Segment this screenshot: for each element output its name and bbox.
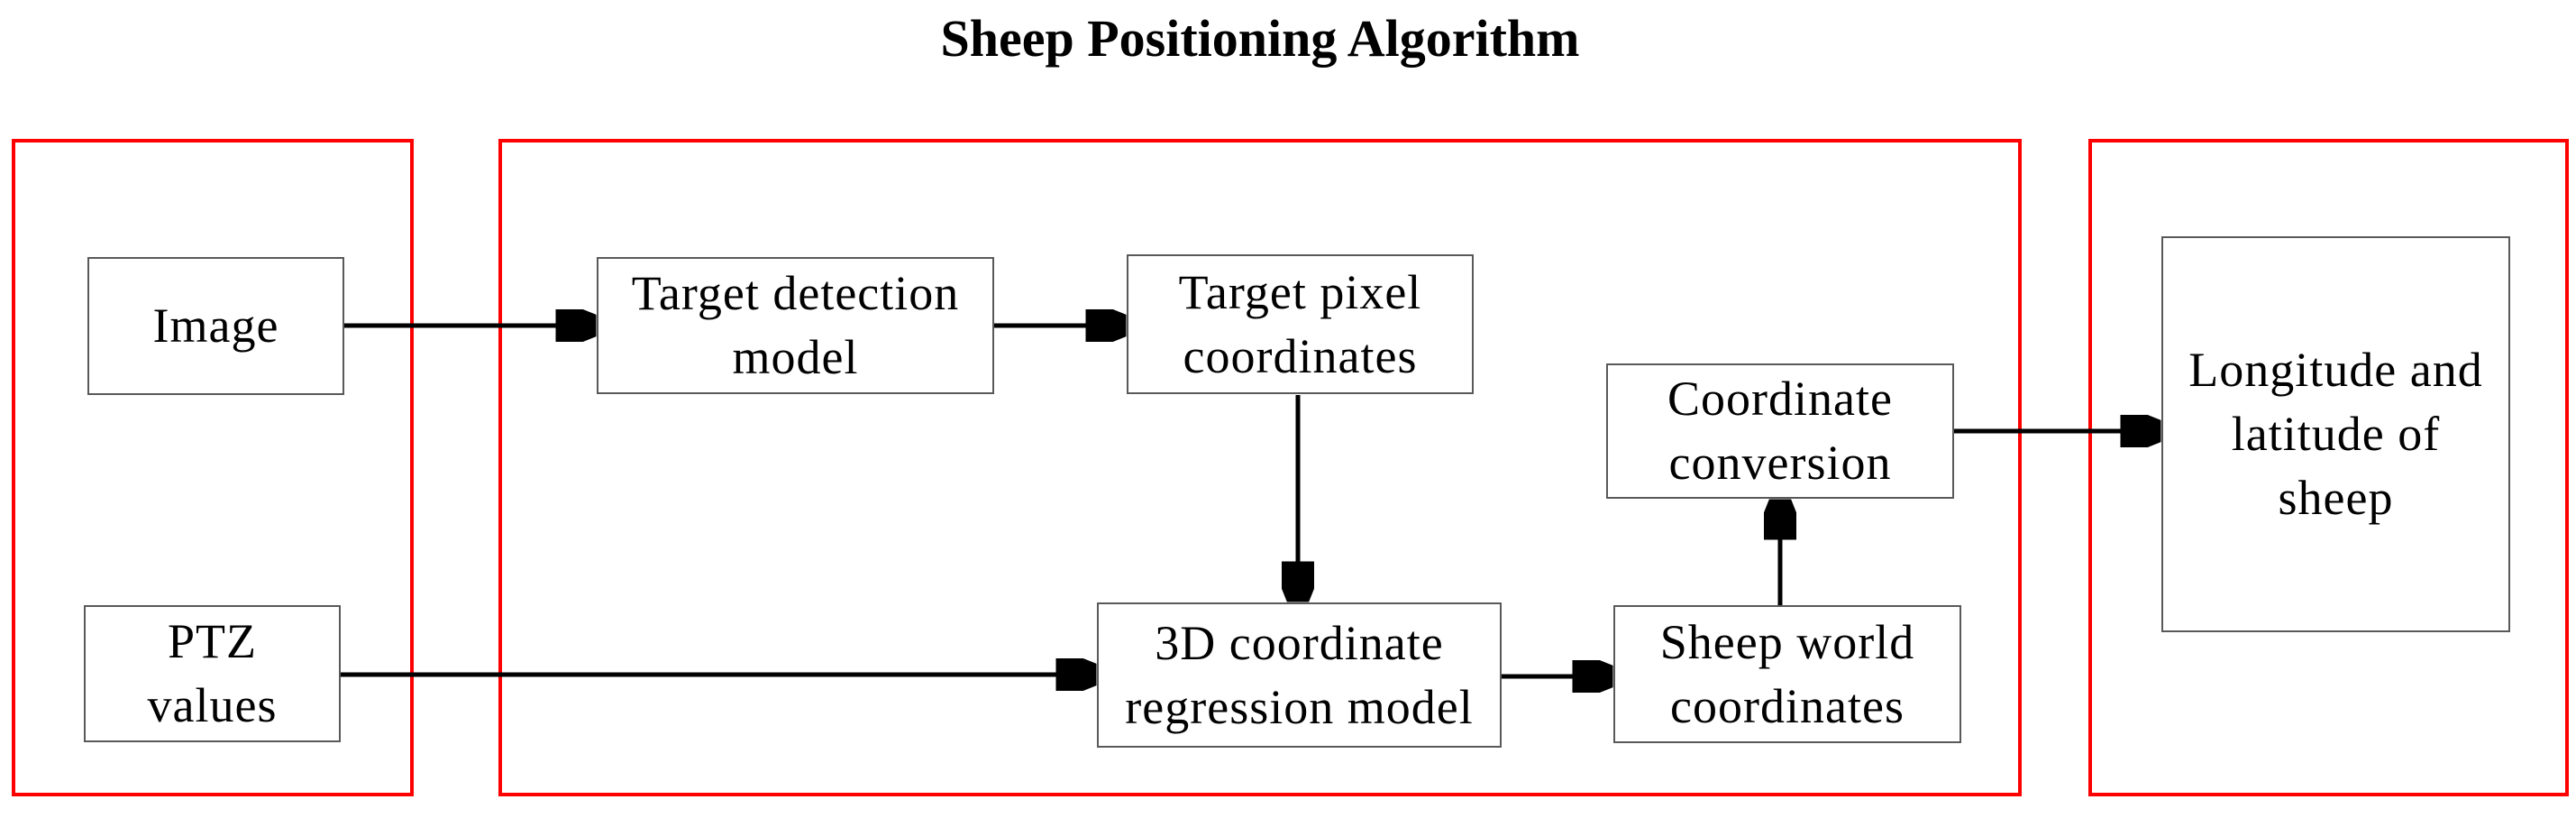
output-group-frame [2088,139,2569,796]
node-target-pixel-coordinates: Target pixel coordinates [1127,254,1474,394]
node-label-line: latitude of [2231,407,2441,461]
node-3d-coordinate-regression-model: 3D coordinate regression model [1097,602,1502,748]
node-label-line: Target pixel [1178,264,1422,319]
node-coordinate-conversion: Coordinate conversion [1606,363,1954,499]
node-target-detection-model: Target detection model [597,257,994,394]
algorithm-group-frame [498,139,2022,796]
node-label-line: Longitude and [2188,343,2483,397]
node-label-line: values [147,678,278,732]
node-label-line: Image [152,299,279,353]
node-label-line: coordinates [1670,678,1905,733]
node-label-line: Sheep world [1659,614,1915,669]
node-label-line: model [732,330,859,384]
node-label-line: Coordinate [1667,372,1893,426]
node-label-line: coordinates [1183,328,1418,383]
node-sheep-world-coordinates: Sheep world coordinates [1613,605,1961,743]
node-ptz-values: PTZ values [84,605,341,742]
node-label-line: conversion [1668,436,1892,490]
node-label-line: regression model [1125,679,1474,734]
node-label-line: Target detection [631,266,960,320]
node-image: Image [87,257,344,395]
node-label-line: PTZ [167,614,257,668]
node-label-line: sheep [2278,471,2394,525]
node-longitude-latitude-of-sheep: Longitude and latitude of sheep [2161,236,2510,632]
diagram-title: Sheep Positioning Algorithm [940,9,1580,68]
node-label-line: 3D coordinate [1155,615,1444,670]
input-group-frame [12,139,414,796]
